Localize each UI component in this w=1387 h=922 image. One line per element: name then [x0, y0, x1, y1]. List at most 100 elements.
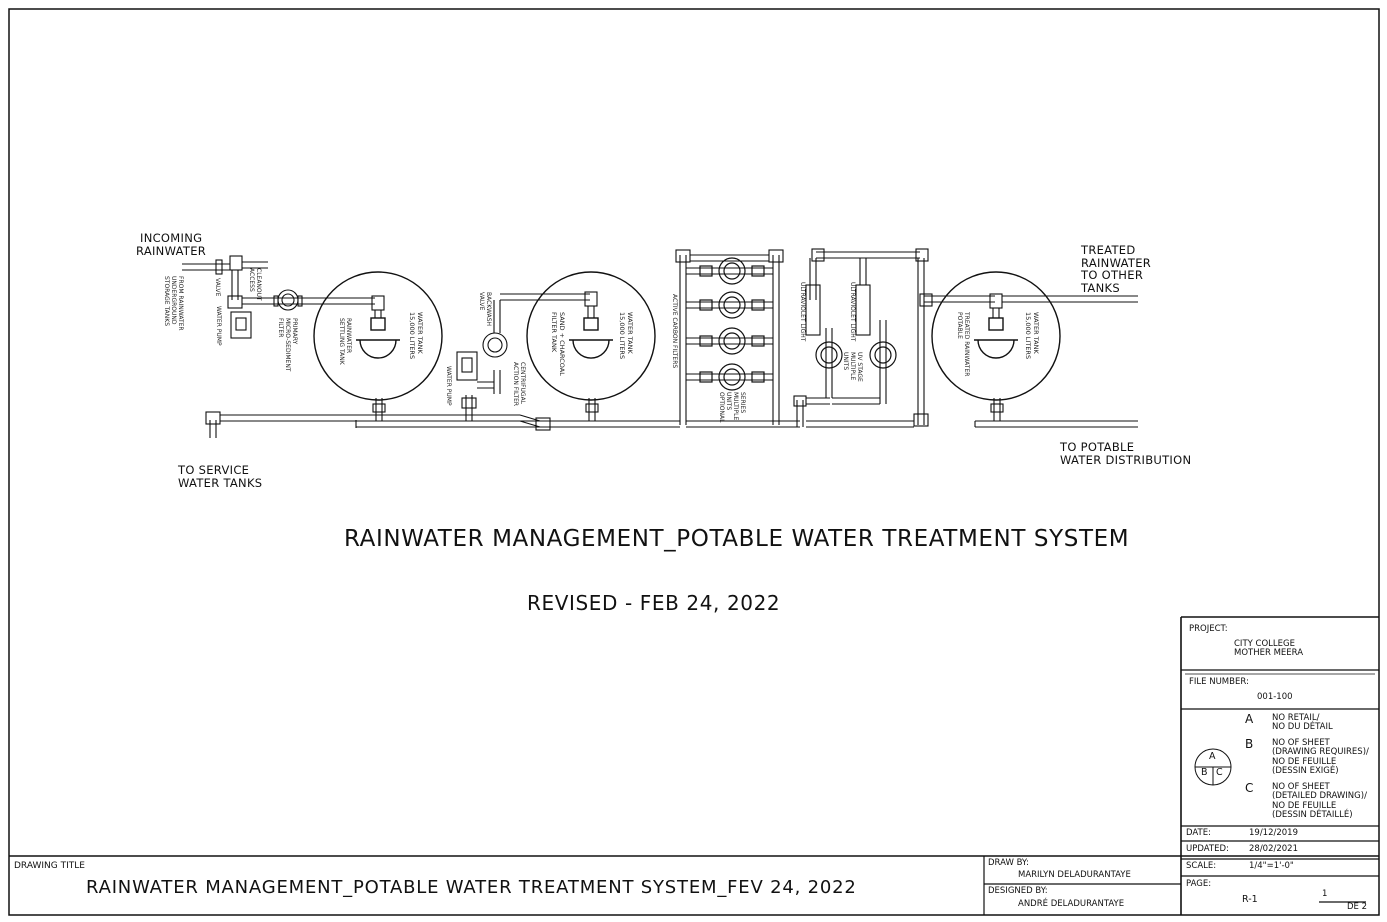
page-label: PAGE: — [1186, 879, 1212, 889]
legend-text-c: NO OF SHEET (DETAILED DRAWING)/ NO DE FE… — [1272, 782, 1367, 821]
scale-value: 1/4"=1'-0" — [1249, 861, 1294, 871]
label-line: POTABLE — [956, 312, 963, 339]
label-line: MULTIPLE — [849, 352, 856, 381]
page-value: R-1 — [1242, 894, 1258, 905]
label-line: WATER TANK — [416, 312, 424, 354]
sheet-number: 1 — [1322, 889, 1328, 899]
label-line: 15,000 LITERS — [1024, 312, 1032, 360]
label-service: TO SERVICE WATER TANKS — [178, 464, 262, 489]
label-line: WATER TANK — [626, 312, 634, 354]
label-line: SETTLING TANK — [338, 318, 345, 365]
draw-by-label: DRAW BY: — [988, 858, 1029, 868]
label-valve: VALVE — [214, 278, 221, 297]
uv-gauges — [815, 341, 897, 369]
label-treated: TREATED RAINWATER TO OTHER TANKS — [1081, 244, 1151, 295]
carbon-filter-gauges — [699, 257, 765, 391]
revised-date: REVISED - FEB 24, 2022 — [527, 591, 781, 615]
legend-letter-a: A — [1245, 712, 1254, 726]
label-line: WATER TANKS — [178, 475, 263, 490]
label-line: NO DU DÉTAIL — [1272, 722, 1333, 733]
label-line: TO OTHER — [1081, 268, 1144, 283]
label-line: SAND + CHARCOAL — [558, 312, 566, 376]
label-line: 15,000 LITERS — [408, 312, 416, 360]
label-line: NO DE FEUILLE — [1272, 756, 1337, 767]
label-line: BACKWASH — [485, 292, 492, 327]
label-line: UNITS — [842, 352, 849, 371]
label-line: MULTIPLE — [732, 392, 739, 421]
label-line: INCOMING — [140, 231, 203, 245]
tank-sand-charcoal-icon — [526, 271, 656, 401]
label-line: UNITS — [725, 392, 732, 411]
label-line: MICRO-SEDIMENT — [284, 318, 291, 372]
designed-by-value: ANDRÉ DELADURANTAYE — [1018, 899, 1125, 909]
label-line: (DESSIN DÉTAILLÉ) — [1272, 810, 1353, 821]
label-line: RAINWATER — [136, 243, 207, 258]
abc-c: C — [1216, 767, 1223, 778]
label-line: VALVE — [478, 292, 485, 311]
label-line: (DETAILED DRAWING)/ — [1272, 791, 1367, 802]
label-pump2: WATER PUMP — [445, 366, 452, 406]
label-line: TANKS — [1081, 280, 1120, 295]
drawing-title: RAINWATER MANAGEMENT_POTABLE WATER TREAT… — [86, 877, 857, 898]
label-line: OPTIONAL — [718, 392, 725, 423]
label-line: NO DE FEUILLE — [1272, 800, 1337, 811]
abc-symbol-icon — [1194, 748, 1232, 786]
label-incoming: INCOMING RAINWATER — [136, 231, 206, 257]
label-line: UNDERGROUND — [170, 276, 177, 325]
sheet-of: DE 2 — [1347, 902, 1368, 912]
designed-by-label: DESIGNED BY: — [988, 886, 1048, 896]
label-line: CITY COLLEGE — [1234, 639, 1295, 649]
date-label: DATE: — [1186, 828, 1211, 838]
label-carbon-note: SERIES MULTIPLE UNITS OPTIONAL — [718, 392, 746, 422]
label-line: MOTHER MEERA — [1234, 648, 1304, 659]
label-carbon: ACTIVE CARBON FILTERS — [671, 294, 678, 369]
file-number: 001-100 — [1257, 692, 1293, 702]
draw-by-value: MARILYN DELADURANTAYE — [1018, 870, 1131, 880]
label-cleanout: CLEANOUT ACCESS — [248, 268, 262, 301]
legend-text-a: NO RETAIL/ NO DU DÉTAIL — [1272, 713, 1333, 733]
legend-text-b: NO OF SHEET (DRAWING REQUIRES)/ NO DE FE… — [1272, 738, 1369, 776]
label-centrifugal: CENTRIFUGAL ACTION FILTER — [512, 362, 526, 406]
label-line: FROM RAINWATER — [177, 276, 184, 331]
label-line: RAINWATER — [1081, 255, 1152, 270]
main-title: RAINWATER MANAGEMENT_POTABLE WATER TREAT… — [344, 526, 1130, 552]
tank1-name: WATER TANK 15,000 LITERS — [408, 312, 424, 359]
label-line: NO RETAIL/ — [1272, 713, 1320, 723]
updated-label: UPDATED: — [1186, 844, 1229, 854]
label-line: CLEANOUT — [255, 268, 262, 301]
label-line: PRIMARY — [291, 318, 298, 345]
label-potable: TO POTABLE WATER DISTRIBUTION — [1060, 441, 1191, 466]
label-line: (DRAWING REQUIRES)/ — [1272, 747, 1369, 758]
label-line: CENTRIFUGAL — [519, 362, 526, 405]
tank-settling-icon — [313, 271, 443, 401]
file-number-label: FILE NUMBER: — [1189, 677, 1249, 687]
label-line: FILTER — [277, 318, 284, 338]
label-line: WATER DISTRIBUTION — [1060, 452, 1192, 467]
sheet-border — [8, 8, 1380, 916]
project-label: PROJECT: — [1189, 624, 1228, 634]
label-line: ACTION FILTER — [512, 362, 519, 407]
label-line: TO SERVICE — [178, 463, 250, 477]
label-line: NO OF SHEET — [1272, 738, 1330, 748]
carbon-filter-row — [686, 267, 773, 381]
label-prefilter: PRIMARY MICRO-SEDIMENT FILTER — [277, 318, 298, 371]
tank3-sub: TREATED RAINWATER POTABLE — [956, 312, 970, 376]
pipe-network — [182, 248, 1138, 438]
label-line: SERIES — [739, 392, 746, 414]
abc-b: B — [1201, 767, 1208, 778]
label-line: NO OF SHEET — [1272, 782, 1330, 792]
label-uv-note: UV STAGE MULTIPLE UNITS — [842, 352, 863, 382]
project-name: CITY COLLEGE MOTHER MEERA — [1234, 639, 1304, 659]
tank3-name: WATER TANK 15,000 LITERS — [1024, 312, 1040, 359]
abc-a: A — [1209, 751, 1216, 762]
label-line: UV STAGE — [856, 352, 863, 382]
tank2-sub: SAND + CHARCOAL FILTER TANK — [550, 312, 566, 376]
tank-treated-icon — [931, 271, 1061, 401]
label-line: TREATED — [1081, 243, 1136, 257]
tank1-sub: RAINWATER SETTLING TANK — [338, 318, 352, 365]
tank2-name: WATER TANK 15,000 LITERS — [618, 312, 634, 359]
label-line: STORAGE TANKS — [163, 276, 170, 327]
label-line: TREATED RAINWATER — [963, 312, 970, 377]
date-value: 19/12/2019 — [1249, 828, 1298, 838]
label-uv1: ULTRAVIOLET LIGHT — [799, 282, 806, 342]
